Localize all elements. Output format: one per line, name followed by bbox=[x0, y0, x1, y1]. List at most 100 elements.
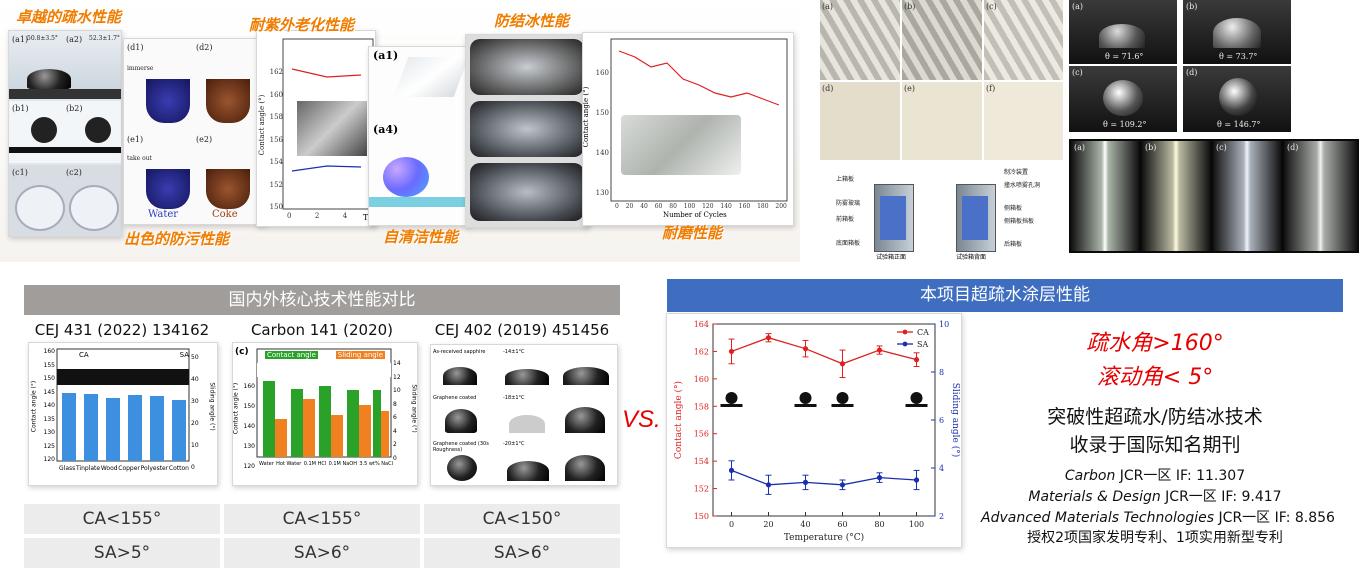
y-tick-label: 158 bbox=[694, 402, 709, 411]
ref2-bar-sa bbox=[331, 415, 343, 457]
ref2-bar-ca bbox=[373, 390, 381, 457]
device-label: 制冷装置 bbox=[1004, 169, 1029, 176]
ice-label-a: (a) bbox=[1074, 143, 1086, 152]
ref1-category: Wood bbox=[100, 465, 118, 472]
ref1-bar bbox=[128, 395, 142, 461]
x-tick-label: 80 bbox=[874, 520, 884, 529]
ref3-photo-panel: As-received sapphire Graphene coated Gra… bbox=[430, 344, 618, 486]
ref1-sa-value: SA>5° bbox=[24, 538, 220, 568]
uv-xlabel: Ti bbox=[363, 213, 371, 222]
ref1-ytick-r: 10 bbox=[191, 442, 199, 449]
droplet-d bbox=[1219, 78, 1257, 116]
device-label: 撞水喷雾孔洞 bbox=[1004, 182, 1041, 189]
device-labels-right: 制冷装置 撞水喷雾孔洞 侧箱板 侧箱板挡板 后箱板 bbox=[1004, 166, 1060, 251]
ice-dish-3 bbox=[470, 163, 584, 221]
label-d1: (d1) bbox=[127, 43, 144, 52]
ref2-yticks-right: 14 12 10 8 6 4 2 0 bbox=[393, 357, 405, 465]
ice-photo-b: (b) bbox=[1142, 141, 1210, 251]
ref3-row-label: Graphene coated bbox=[433, 395, 477, 401]
x-tick-label: 60 bbox=[837, 520, 847, 529]
wear-xticks: 0 20 40 60 80 100 120 140 160 180 200 bbox=[615, 203, 787, 210]
droplet-image-icon bbox=[836, 392, 849, 404]
cable-label-b: (b) bbox=[904, 2, 916, 11]
droplet-b bbox=[1213, 18, 1261, 48]
ref3-droplet-4 bbox=[445, 409, 477, 433]
ref1-ytick: 150 bbox=[43, 375, 55, 382]
wear-ylabel: Contact angle (°) bbox=[582, 86, 590, 148]
wear-xtick: 180 bbox=[757, 203, 769, 210]
ref2-bar-sa bbox=[359, 405, 371, 457]
text-take-out: take out bbox=[127, 155, 152, 162]
droplet-substrate bbox=[831, 404, 854, 407]
wear-xtick: 140 bbox=[720, 203, 732, 210]
journal-name: Advanced Materials Technologies bbox=[981, 510, 1215, 526]
text-water: Water bbox=[148, 209, 179, 220]
ref2-ytick-r: 0 bbox=[393, 454, 397, 462]
ice-label-d: (d) bbox=[1287, 143, 1299, 152]
uv-yticks: 162 160 158 156 154 152 150 bbox=[265, 61, 283, 219]
wear-chart-panel: 160 150 140 130 Contact angle (°) 0 20 4… bbox=[582, 32, 794, 226]
keyhole-shape-2 bbox=[85, 117, 111, 143]
beaker-water-2 bbox=[146, 169, 190, 209]
ref3-droplet-7 bbox=[447, 455, 477, 481]
antifouling-panel: (d1) (d2) immerse (e1) (e2) take out Wat… bbox=[123, 38, 265, 225]
angle-value-b: θ = 73.7° bbox=[1219, 52, 1258, 61]
ice-photo-d: (d) bbox=[1284, 141, 1357, 251]
data-point-sa bbox=[876, 475, 883, 481]
ref2-category: 0.1M HCl bbox=[303, 461, 327, 467]
beaker-coke-2 bbox=[206, 169, 250, 209]
ref1-ca-value: CA<155° bbox=[24, 504, 220, 534]
wear-xtick: 60 bbox=[654, 203, 663, 210]
ref3-droplet-1 bbox=[443, 367, 477, 385]
wear-chart bbox=[610, 38, 788, 202]
label-b1: (b1) bbox=[12, 104, 29, 113]
ref1-yticks-left: 160 155 150 145 140 135 130 125 120 bbox=[39, 345, 55, 467]
angle-photo-a: (a) θ = 71.6° bbox=[1069, 0, 1177, 64]
ref2-droplet-strip bbox=[257, 363, 391, 377]
droplet-a bbox=[1099, 24, 1145, 48]
breakthrough-line: 突破性超疏水/防结冰技术 bbox=[1047, 406, 1263, 428]
angle-value-d: θ = 146.7° bbox=[1217, 120, 1261, 129]
keyhole-bar bbox=[9, 147, 121, 153]
device-diagram: 上箱板 防雾玻璃 前箱板 底面箱板 制冷装置 撞水喷雾孔洞 侧箱板 侧箱板挡板 … bbox=[836, 162, 1060, 262]
ref1-legend: CA SA bbox=[79, 351, 189, 359]
label-c2: (c2) bbox=[66, 168, 82, 177]
vs-label: VS. bbox=[622, 406, 661, 433]
uv-ca-line bbox=[291, 68, 362, 78]
droplet-shape bbox=[27, 69, 71, 89]
ref3-droplet-2 bbox=[505, 369, 549, 385]
substrate bbox=[9, 89, 121, 99]
ref1-ytick-r: 40 bbox=[191, 376, 199, 383]
y-tick-label: 160 bbox=[694, 375, 709, 384]
y2-tick-label: 2 bbox=[939, 512, 944, 521]
y-tick-label: 152 bbox=[694, 485, 709, 494]
ref2-ytick-r: 8 bbox=[393, 400, 397, 408]
x-tick-label: 100 bbox=[909, 520, 924, 529]
ref2-ytick: 130 bbox=[243, 443, 255, 450]
ref2-bar-ca bbox=[347, 390, 359, 457]
cable-label-f: (f) bbox=[986, 84, 996, 93]
uv-ytick: 158 bbox=[269, 113, 283, 121]
cable-label-c: (c) bbox=[986, 2, 997, 11]
ref3-droplet-6 bbox=[565, 407, 605, 433]
device-label: 后箱板 bbox=[1004, 241, 1023, 248]
ref2-category: 0.1M NaOH bbox=[328, 461, 357, 467]
label-sc-a4: (a4) bbox=[373, 123, 399, 136]
ref1-bar bbox=[172, 400, 186, 461]
dish-photo: (c1) (c2) bbox=[9, 165, 121, 236]
y-tick-label: 162 bbox=[694, 347, 709, 356]
ice-cable-photos: (a) (b) (c) (d) bbox=[1069, 139, 1359, 253]
top-left-collage: (a1) (a2) 50.8±3.5° 52.3±1.7° (b1) (b2) … bbox=[0, 0, 800, 262]
ref2-ytick-r: 10 bbox=[393, 387, 401, 394]
droplet-substrate bbox=[720, 404, 743, 407]
device-caption-back: 试验箱背面 bbox=[956, 254, 987, 261]
glass-slide bbox=[393, 57, 469, 97]
ref1-bar bbox=[62, 393, 76, 461]
self-clean-panel: (a1) (a4) bbox=[368, 46, 470, 226]
text-coke: Coke bbox=[212, 209, 238, 220]
journal-meta: JCR一区 IF: 8.856 bbox=[1214, 510, 1335, 526]
wear-sample-photo bbox=[621, 115, 741, 175]
droplet-photo: (a1) (a2) 50.8±3.5° 52.3±1.7° bbox=[9, 31, 121, 99]
droplet-image-icon bbox=[725, 392, 738, 404]
data-point-ca bbox=[913, 357, 920, 363]
